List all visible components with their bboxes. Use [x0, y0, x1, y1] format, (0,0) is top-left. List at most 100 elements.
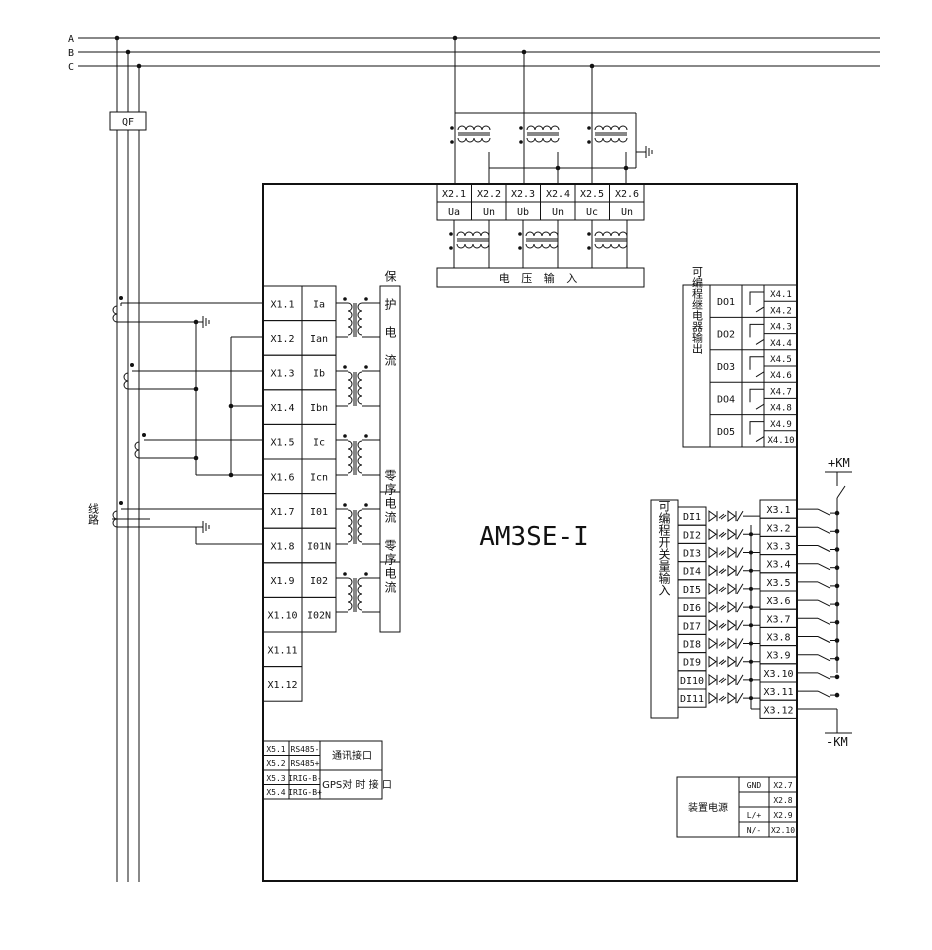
junction — [228, 472, 234, 478]
junction — [749, 641, 753, 646]
relay-terminal: X4.6 — [770, 371, 792, 381]
voltage-transformers — [450, 38, 653, 184]
x1-terminal: X1.8 — [270, 542, 294, 553]
relay-contact-icon — [749, 291, 764, 305]
x1-terminal: X1.12 — [267, 680, 297, 691]
power-terminal: X2.10 — [771, 826, 795, 835]
relay-terminal: X4.4 — [770, 339, 792, 349]
comm-terminal: X5.1 — [266, 745, 285, 754]
phase-label-c: C — [68, 62, 74, 73]
relay-terminal: X4.8 — [770, 404, 792, 414]
comm-terminal: X5.4 — [266, 788, 285, 797]
comm-signal: RS485+ — [291, 759, 320, 768]
ct-coil-b — [123, 372, 129, 390]
vt-coil — [449, 231, 490, 250]
junction — [749, 532, 753, 537]
comm-label: 通讯接口 — [332, 749, 372, 762]
vt-signal: Ua — [448, 207, 460, 218]
x1-terminal: X1.1 — [270, 299, 294, 310]
optocoupler-icon — [708, 655, 744, 668]
ct-pair — [336, 297, 380, 338]
x1-terminal: X1.11 — [267, 645, 297, 656]
x1-terminal: X1.7 — [270, 507, 294, 518]
x1-terminal: X1.5 — [270, 438, 294, 449]
junction — [193, 386, 199, 392]
optocoupler-icon — [708, 528, 744, 541]
relay-name: DO3 — [717, 362, 735, 373]
power-label: 装置电源 — [688, 801, 728, 814]
x1-signal: Ian — [310, 334, 328, 345]
km-switch — [836, 485, 846, 499]
zero-seq-label-1: 零序电流 — [383, 469, 397, 525]
comm-terminal: X5.2 — [266, 759, 285, 768]
comm-signal: IRIG-B+ — [288, 788, 322, 797]
ct-dot — [130, 363, 134, 367]
vt-terminal: X2.6 — [615, 189, 639, 200]
di-name: DI9 — [683, 658, 701, 669]
ct-dot — [119, 296, 123, 300]
power-terminal: X2.8 — [773, 796, 792, 805]
x3-terminal: X3.5 — [766, 578, 790, 589]
ground-icon — [202, 316, 210, 328]
junction — [749, 605, 753, 610]
x1-signal: Ibn — [310, 403, 328, 414]
junction — [749, 586, 753, 591]
di-name: DI2 — [683, 530, 701, 541]
relay-terminal: X4.3 — [770, 323, 792, 333]
x3-terminal: X3.10 — [763, 669, 793, 680]
optocoupler-icon — [708, 546, 744, 559]
comm-terminal: X5.3 — [266, 774, 285, 783]
x1-signal: Ia — [313, 299, 325, 310]
x3-terminal: X3.9 — [766, 651, 790, 662]
vt-coil — [518, 231, 559, 250]
junction — [193, 455, 199, 461]
junction — [749, 696, 753, 701]
junction — [749, 550, 753, 555]
comm-signal: RS485- — [291, 745, 320, 754]
di-cell — [677, 688, 707, 708]
relay-terminal: X4.2 — [770, 306, 792, 316]
x1-signal: I02N — [307, 611, 331, 622]
x1-terminal: X1.4 — [270, 403, 294, 414]
di-name: DI3 — [683, 549, 701, 560]
x3-terminal: X3.3 — [766, 542, 790, 553]
internal-cts: 保护电流 零序电流 零序电流 — [336, 270, 401, 633]
power-signal: GND — [747, 781, 762, 790]
ct-pair — [336, 365, 380, 407]
x1-terminal: X1.6 — [270, 472, 294, 483]
vt-coil-c — [587, 125, 628, 144]
relay-name: DO4 — [717, 394, 735, 405]
relay-terminal: X4.10 — [767, 436, 794, 446]
ground-icon — [645, 146, 653, 158]
junction — [749, 677, 753, 682]
optocoupler-icon — [708, 564, 744, 577]
junction — [555, 165, 561, 171]
optocoupler-icon — [708, 692, 744, 705]
relay-terminal: X4.9 — [770, 420, 792, 430]
optocoupler-icon — [708, 601, 744, 614]
phase-bus: A B C — [68, 34, 880, 73]
relay-contact-icon — [749, 323, 764, 338]
relay-name: DO1 — [717, 297, 735, 308]
ct-coil-a — [112, 305, 118, 323]
x1-signal: Icn — [310, 472, 328, 483]
voltage-terminal-table: X2.1 X2.2 X2.3 X2.4 X2.5 X2.6 Ua Un Ub U… — [436, 183, 645, 221]
di-name: DI8 — [683, 640, 701, 651]
x1-signal: Ic — [313, 438, 325, 449]
vt-signal: Un — [483, 207, 495, 218]
x3-terminal: X3.2 — [766, 523, 790, 534]
ct-dot — [119, 501, 123, 505]
digital-inputs-label: 可编程开关量输入 — [657, 500, 671, 596]
zero-seq-label-2: 零序电流 — [383, 539, 397, 595]
relay-outputs-label: 可编程继电器输出 — [691, 266, 704, 354]
x1-signal: I01 — [310, 507, 328, 518]
power-terminal: X2.7 — [773, 781, 792, 790]
vt-signal: Un — [621, 207, 633, 218]
di-name: DI4 — [683, 567, 701, 578]
ct-pair — [336, 434, 380, 476]
device-title: AM3SE-I — [479, 522, 589, 552]
x1-signal: Ib — [313, 369, 325, 380]
zero-seq-box-2 — [379, 561, 401, 633]
